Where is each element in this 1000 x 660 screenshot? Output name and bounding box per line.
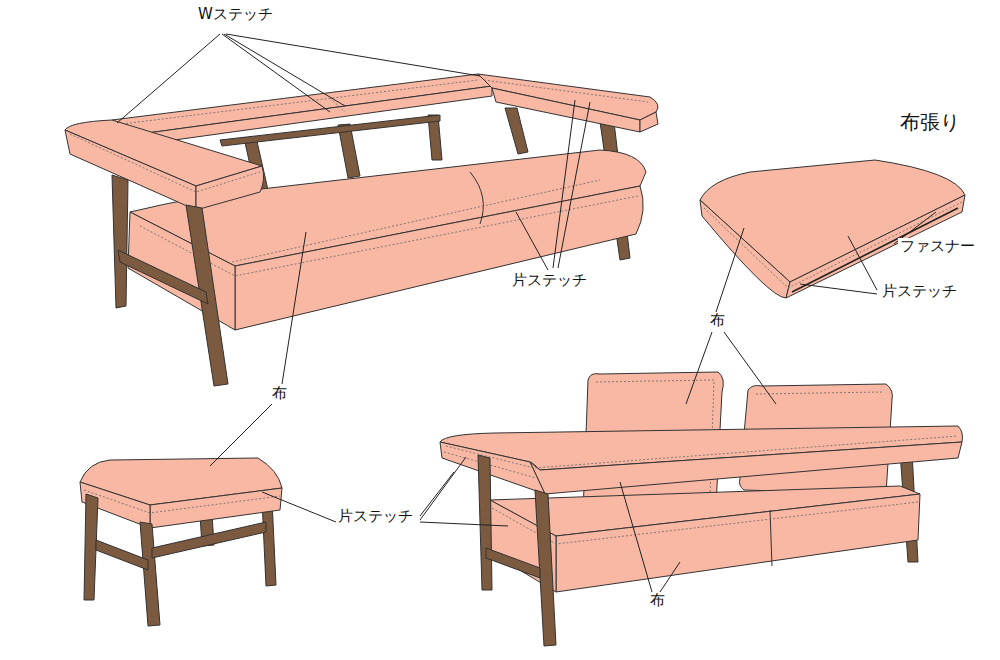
seat-cushion [700,200,790,298]
sofa-top [112,175,228,386]
leader-line [724,332,776,404]
sofa-top [470,172,483,224]
stitch-callout: 片ステッチ [880,283,959,300]
sofa-bottom [478,455,556,646]
sofa-top [640,112,658,132]
sofa-top [65,130,196,210]
leader-line [420,457,466,520]
fabric-callout: 布 [648,592,667,609]
fabric-callout: 布 [708,312,727,329]
sofa-top [70,134,260,192]
ottoman [150,488,282,528]
leader-line [420,472,454,516]
leader-line [686,332,712,404]
leader-line [226,34,480,76]
leader-line [262,492,336,522]
leader-line [516,212,548,270]
fabric-callout: 布 [270,385,289,402]
leader-line [848,236,877,290]
ottoman [84,490,280,513]
sofa-bottom [444,436,958,478]
sofa-top [196,166,264,210]
leader-line [210,404,272,466]
leader-line [224,34,345,106]
sofa-top [232,180,600,262]
ottoman [80,458,282,626]
sofa-bottom [478,455,492,590]
sofa-top [140,196,638,276]
leader-line [716,228,744,312]
leader-line [558,102,590,268]
sofa-top [122,80,478,124]
ottoman [96,540,148,570]
leader-line [420,522,508,526]
sofa-top [112,175,128,308]
sofa-bottom [440,442,545,494]
sofa-bottom [770,510,772,566]
sofa-top [492,88,640,132]
leader-line [117,34,936,592]
ottoman [152,522,266,558]
stitch-callout: 片ステッチ [336,508,415,525]
sofa-top [65,74,658,386]
sofa-top [118,250,208,304]
zipper-callout: ファスナー [898,238,977,255]
section-title: 布張り [898,110,962,134]
leader-line [282,232,306,384]
leader-line [660,562,680,592]
sofa-top [505,108,528,154]
stitch-callout: Wステッチ [196,6,275,23]
leader-line [117,34,220,123]
leader-line [553,100,575,268]
stitch-callout: 片ステッチ [510,272,589,289]
ottoman [140,522,160,626]
sofa-top [484,80,648,102]
sofa-bottom [530,442,962,494]
sofa-bottom [486,548,540,578]
ottoman [262,500,276,586]
leader-line [222,34,330,112]
leader-line [800,284,877,294]
sofa-bottom [492,502,918,544]
leader-line [620,482,652,592]
seat-cushion [700,160,965,298]
sofa-bottom [440,372,963,646]
ottoman [84,494,266,626]
sofa-top [235,186,643,330]
sofa-bottom [556,494,920,592]
sofa-top [140,86,492,142]
